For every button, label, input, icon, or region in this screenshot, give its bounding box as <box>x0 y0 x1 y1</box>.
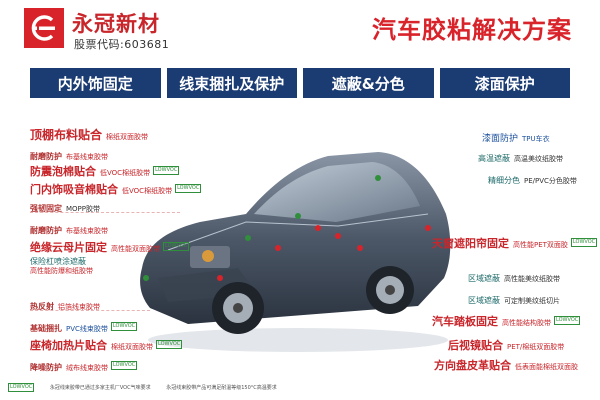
label-wear-protection-1: 耐磨防护布基线束胶带 <box>30 152 108 161</box>
label-area-masking-1: 区域遮蔽高性能美纹纸胶带 <box>468 274 560 283</box>
category-tabs: 内外饰固定 线束捆扎及保护 遮蔽&分色 漆面保护 <box>30 68 570 98</box>
label-wear-protection-2: 耐磨防护布基线束胶带 <box>30 226 108 235</box>
label-headliner-bonding: 顶棚布料贴合棉纸双面胶带 <box>30 128 149 142</box>
tab-paint-protection[interactable]: 漆面保护 <box>439 68 570 98</box>
label-area-masking-2: 区域遮蔽可定制美纹纸切片 <box>468 296 560 305</box>
header: 永冠新材 股票代码:603681 汽车胶粘解决方案 <box>0 0 600 62</box>
brand-name: 永冠新材 <box>72 12 160 36</box>
tab-interior-exterior-fixing[interactable]: 内外饰固定 <box>30 68 161 98</box>
divider <box>30 310 150 311</box>
label-high-temp-masking: 高温遮蔽高温美纹纸胶带 <box>478 154 563 163</box>
brand-logo <box>24 8 64 48</box>
tab-harness-wrapping[interactable]: 线束捆扎及保护 <box>166 68 297 98</box>
divider <box>30 212 180 213</box>
footer-note-voc: 永冠线束胶带已通过多家主机厂VOC气味要求 <box>49 385 151 391</box>
stock-code: 股票代码:603681 <box>74 38 170 51</box>
label-steering-leather-bonding: 方向盘皮革贴合低表面能棉纸双面胶 <box>434 359 578 372</box>
label-heat-reflection: 热反射铝箔线束胶带 <box>30 302 100 311</box>
tab-masking-color-separation[interactable]: 遮蔽&分色 <box>303 68 434 98</box>
page-title: 汽车胶粘解决方案 <box>372 16 572 44</box>
car-illustration <box>128 118 458 358</box>
logo-icon <box>31 15 55 41</box>
footer-notes: LOWVOC 永冠线束胶带已通过多家主机厂VOC气味要求 永冠线束胶带产品可满足… <box>8 383 277 392</box>
label-bumper-masking: 保险杠喷涂遮蔽 高性能防爆和纸胶带 <box>30 257 93 275</box>
car-icon <box>140 152 451 352</box>
footer-note-temperature: 永冠线束胶带产品可满足耐温等级150°C高温要求 <box>166 385 277 391</box>
